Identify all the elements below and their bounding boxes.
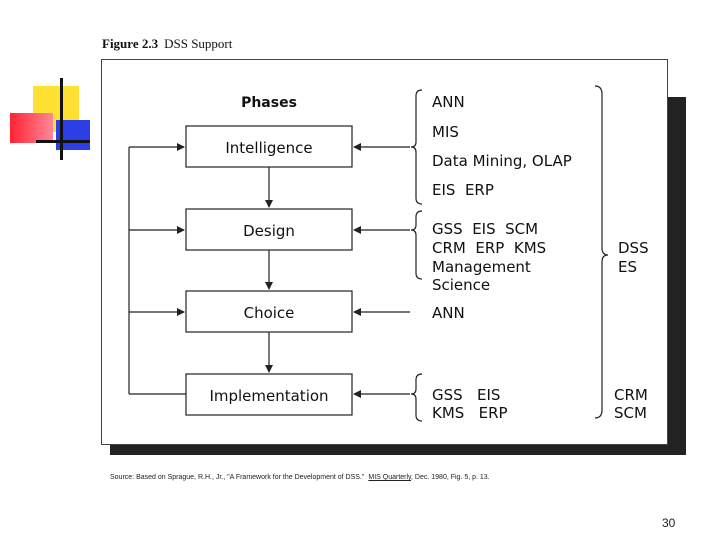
- tool-design-2: CRM ERP KMS: [432, 239, 546, 257]
- tool-intelligence-2: MIS: [432, 123, 459, 141]
- figure-name: DSS Support: [164, 36, 233, 51]
- decorative-red-square: [10, 113, 53, 143]
- dss-diagram: Phases Intelligence Design Choice Implem…: [128, 85, 649, 422]
- brace-implementation: [410, 373, 423, 422]
- phase-intelligence: Intelligence: [225, 139, 312, 157]
- source-journal: MIS Quarterly: [368, 474, 412, 481]
- phase-box-intelligence: [185, 125, 353, 168]
- source-prefix: Source: Based on Sprague, R.H., Jr., "A …: [110, 474, 365, 481]
- brace-intelligence: [410, 89, 423, 205]
- tool-intelligence-1: ANN: [432, 93, 465, 111]
- overall-support-2: ES: [618, 258, 637, 276]
- tool-design-1: GSS EIS SCM: [432, 220, 538, 238]
- source-suffix: , Dec. 1980, Fig. 5, p. 13.: [411, 474, 490, 481]
- overall-support-1: DSS: [618, 239, 649, 257]
- tool-intelligence-3: Data Mining, OLAP: [432, 152, 572, 170]
- tool-implementation-2: KMS ERP: [432, 404, 508, 422]
- figure-title: Figure 2.3 DSS Support: [102, 36, 232, 52]
- figure-label: Figure 2.3: [102, 36, 159, 51]
- page-number: 30: [662, 516, 676, 530]
- tool-choice-1: ANN: [432, 304, 465, 322]
- phase-design: Design: [243, 222, 295, 240]
- phases-header: Phases: [241, 95, 297, 111]
- figure-frame: Phases Intelligence Design Choice Implem…: [101, 59, 668, 445]
- phase-choice: Choice: [244, 304, 295, 322]
- brace-design: [410, 210, 423, 280]
- tool-design-3: Management: [432, 258, 531, 276]
- decorative-horizontal-line: [36, 140, 90, 143]
- source-citation: Source: Based on Sprague, R.H., Jr., "A …: [110, 474, 490, 481]
- implementation-support-1: CRM: [614, 386, 648, 404]
- phase-box-implementation: [185, 373, 353, 416]
- decorative-vertical-line: [60, 78, 63, 160]
- phase-implementation: Implementation: [209, 387, 328, 405]
- implementation-support-2: SCM: [614, 404, 647, 422]
- tool-intelligence-4: EIS ERP: [432, 181, 494, 199]
- tool-design-4: Science: [432, 276, 490, 294]
- tool-implementation-1: GSS EIS: [432, 386, 500, 404]
- brace-overall: [594, 85, 609, 419]
